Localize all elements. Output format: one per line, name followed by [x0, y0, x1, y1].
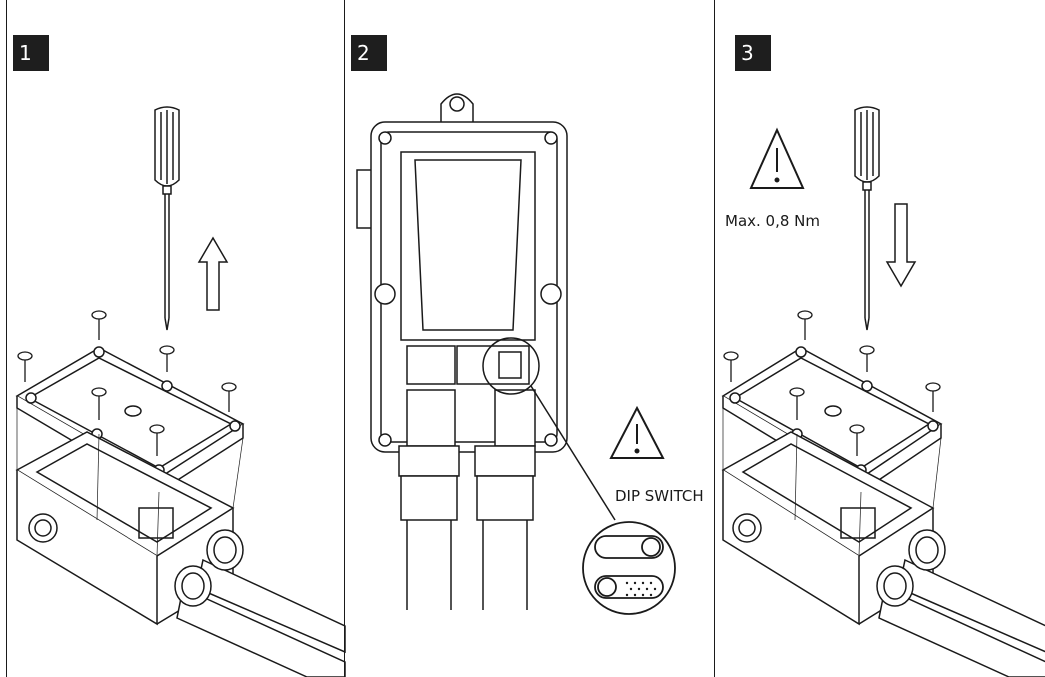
box-body	[721, 431, 935, 626]
screwdriver-icon	[854, 106, 880, 331]
dip-switch-label: DIP SWITCH	[615, 487, 704, 505]
cable-glands	[174, 529, 346, 677]
screws	[723, 310, 941, 456]
dip-switch-icon	[582, 521, 676, 615]
dip-switch-zoom	[482, 337, 616, 521]
warning-icon	[749, 127, 805, 189]
step-3-illustration	[721, 106, 1045, 677]
step-2-illustration	[356, 93, 676, 615]
screws	[17, 310, 237, 456]
step-2-panel: 2	[344, 0, 714, 677]
arrow-up-icon	[197, 236, 229, 311]
open-box-front	[356, 93, 568, 610]
step-2-number: 2	[351, 35, 387, 71]
cable-glands	[876, 529, 1045, 677]
warning-icon	[609, 405, 665, 459]
step-1-number: 1	[13, 35, 49, 71]
step-3-number: 3	[735, 35, 771, 71]
arrow-down-icon	[885, 203, 917, 288]
torque-label: Max. 0,8 Nm	[725, 212, 821, 230]
step-1-illustration	[15, 106, 346, 677]
screwdriver-icon	[154, 106, 180, 331]
step-1-panel: 1	[6, 0, 346, 677]
step-3-panel: 3	[714, 0, 1045, 677]
